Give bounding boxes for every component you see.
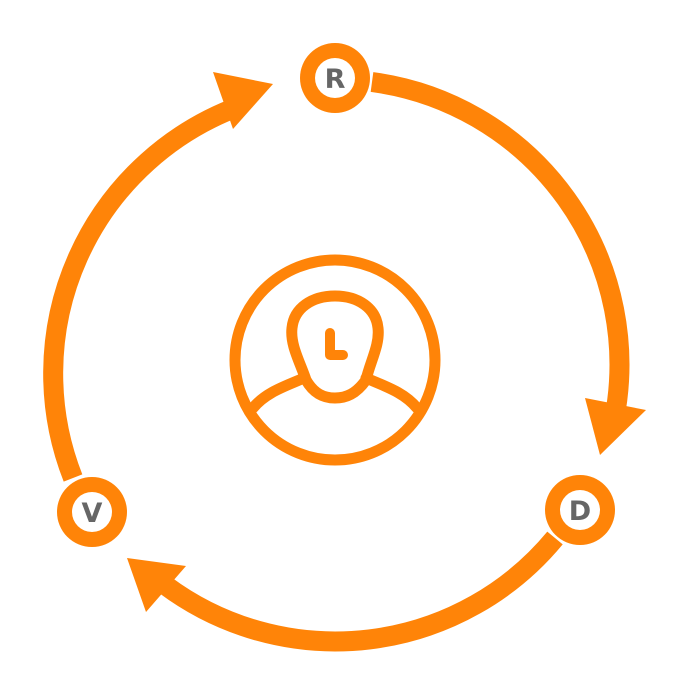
node-r[interactable]: R <box>300 43 370 113</box>
arrowhead-left-icon <box>127 558 186 612</box>
arrowhead-right-icon <box>213 72 273 129</box>
arrow-v-to-r <box>43 72 273 482</box>
node-r-label: R <box>325 64 346 95</box>
node-d-label: D <box>569 496 591 527</box>
arrowhead-down-icon <box>585 398 646 455</box>
arrow-r-to-d <box>370 72 646 455</box>
node-v-label: V <box>82 498 103 529</box>
arrow-d-to-v <box>127 531 563 652</box>
user-clock-icon <box>229 254 441 466</box>
node-v[interactable]: V <box>57 477 127 547</box>
node-d[interactable]: D <box>545 475 615 545</box>
